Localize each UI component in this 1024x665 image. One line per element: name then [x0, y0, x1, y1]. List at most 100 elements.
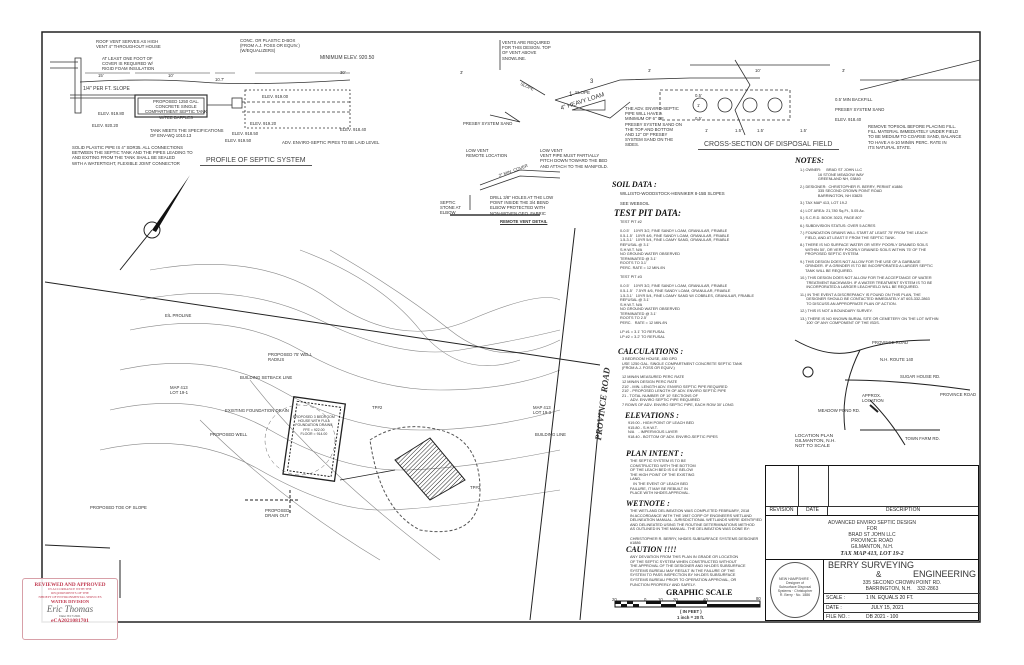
scale-unit: ( IN FEET ) — [680, 609, 702, 614]
soil-data-heading: SOIL DATA : — [612, 180, 657, 189]
elevation-label: ELEV. 918.40 — [835, 117, 862, 122]
dim: 1' — [705, 128, 709, 133]
presby-sand-label: PRESBY SYSTEM SAND — [835, 107, 885, 112]
elev-label: ELEV. 918.40 — [340, 127, 367, 132]
elevations-heading: ELEVATIONS : — [625, 411, 679, 420]
note-item: 11.) IN THE EVENT A DISCREPANCY IS FOUND… — [800, 292, 930, 306]
road-label: N.H. ROUTE 140 — [880, 357, 914, 362]
file-label: FILE NO. : — [826, 614, 850, 620]
cross-section-title: CROSS-SECTION OF DISPOSAL FIELD — [698, 141, 839, 150]
site-label: PROPOSED TOE OF SLOPE — [90, 505, 147, 510]
road-label: PROVINCE ROAD — [872, 340, 909, 345]
remote-vent-detail — [450, 169, 561, 216]
site-label: TP#2 — [372, 405, 383, 410]
scale-tick: 10 — [658, 597, 663, 602]
dim: 0.5' — [695, 116, 702, 121]
site-plan-contours — [99, 249, 561, 561]
scale-value: 1 IN. EQUALS 20 FT. — [866, 595, 914, 601]
house-label: PROPOSED 3 BEDROOM HOUSE WITH FULL FOUND… — [293, 415, 335, 436]
revision-header: REVISION DATE DESCRIPTION — [766, 506, 978, 516]
signature: Eric Thomas — [46, 604, 94, 615]
tax-map-label: TAX MAP 413, LOT 19-2 — [840, 551, 904, 557]
approval-stamp: REVIEWED AND APPROVED IN ACCORDANCE WITH… — [22, 578, 118, 640]
tank-spec-note: TANK MEETS THE SPECIFICATIONS OF ENV-WQ … — [150, 128, 224, 139]
location-plan-map — [794, 339, 971, 446]
dim-10-7: 10.7' — [215, 77, 225, 82]
test-pit-text: TEST PIT #2 0-0.5' 10YR 3/2, FINE SANDY … — [620, 220, 755, 339]
septic-profile — [50, 40, 981, 136]
caution-text: ANY DEVIATION FROM THIS PLAN IN GRADE OR… — [630, 555, 746, 587]
note-item: 1.) OWNER: BRAD ST JOHN LLC 16 STONE MEA… — [800, 168, 865, 181]
plan-intent-heading: PLAN INTENT : — [626, 449, 684, 458]
roof-vent-note: ROOF VENT SERVES AS HIGH VENT 4" THROUGH… — [96, 39, 161, 50]
dim: 10' — [755, 68, 761, 73]
site-label: BUILDING SETBACK LINE — [240, 375, 293, 380]
remote-vent-title: REMOTE VENT DETAIL — [500, 219, 548, 224]
road-label: SUGAR HOUSE RD. — [900, 374, 941, 379]
calculations-text: 3 BEDROOM HOUSE, 450 GPD USE 1250 GAL. S… — [622, 357, 743, 407]
stamp-division: WATER DIVISION — [50, 599, 90, 605]
site-label: EXISTING FOUNDATION DRAIN — [225, 408, 289, 413]
designer-seal: NEW HAMPSHIRE · Designer of Subsurface D… — [770, 562, 820, 618]
stamp-text: IN ACCORDANCE WITH THE REQUIREMENTS OF T… — [38, 587, 102, 599]
dim: 3' — [842, 68, 846, 73]
vents-note: VENTS ARE REQUIRED FOR THIS DESIGN. TOP … — [502, 40, 551, 61]
location-plan-caption: LOCATION PLAN GILMANTON, N.H. NOT TO SCA… — [795, 434, 836, 450]
wetnote-text: THE WETLAND DELINEATION WAS COMPLETED FE… — [630, 509, 762, 546]
road-label: TOWN FARM RD. — [905, 436, 940, 441]
elev-label: ELEV. 918.50 — [232, 131, 259, 136]
north-arrow-icon — [119, 175, 190, 271]
drill-holes-note: DRILL 3/8" HOLES AT THE LOW POINT INSIDE… — [490, 195, 554, 216]
site-label: PROPOSED DRAIN OUT — [265, 508, 290, 519]
site-plan-lines — [44, 227, 601, 621]
revision-col: REVISION — [766, 507, 798, 515]
elevations-text: 919.00 - HIGH POINT OF LEACH BED 915.80 … — [628, 421, 718, 439]
dim: 1.5' — [735, 128, 742, 133]
scale-ratio: 1 inch = 20 ft. — [677, 615, 705, 620]
date-value: JULY 15, 2021 — [871, 605, 904, 611]
scale-tick: 20 — [673, 597, 678, 602]
test-pit-heading: TEST PIT DATA: — [614, 208, 682, 218]
date-col: DATE — [798, 507, 828, 515]
slope-ratio-run: 3 — [590, 79, 594, 85]
profile-title: PROFILE OF SEPTIC SYSTEM — [200, 157, 312, 166]
slope-ratio-rise: 1 — [569, 92, 573, 98]
scale-tick: 80 — [756, 596, 761, 601]
soil-data-text: WILLISTO-WOODSTOCK-HENNIKER 8-15B SLOPES… — [620, 191, 725, 207]
elev-label: ELEV. 920.20 — [92, 123, 119, 128]
dbox-label: CONC. OR PLASTIC D-BOX (FROM A.J. FOSS O… — [240, 38, 300, 54]
dim-10: 10' — [168, 73, 174, 78]
calculations-heading: CALCULATIONS : — [618, 347, 684, 356]
elev-label: ELEV. 919.50 — [225, 138, 252, 143]
backfill-label: 0.5' MIN BACKFILL — [835, 97, 873, 102]
low-vent-note: LOW VENT VENT PIPE MUST PARTIALLY PITCH … — [540, 148, 608, 169]
dim-15: 15' — [98, 73, 104, 78]
cover-note: AT LEAST ONE FOOT OF COVER IS REQUIRED W… — [102, 56, 155, 72]
scale-tick: 0 — [644, 597, 647, 602]
dim: 3' — [648, 68, 652, 73]
note-item: 5.) S.C.R.D. BOOK 3023, PAGE 807 — [800, 216, 862, 220]
stamp-date: Date: 8/17/2021 — [59, 614, 81, 619]
dim: 1.5' — [757, 128, 764, 133]
septic-stone-note: SEPTIC STONE AT ELBOW — [440, 200, 461, 216]
site-label: PROPOSED 75' WELL RADIUS — [268, 352, 313, 363]
note-item: 3.) TAX MAP 413, LOT 19-2 — [800, 201, 848, 205]
note-item: 12.) THIS IS NOT A BOUNDARY SURVEY. — [800, 309, 873, 313]
dim-30: 30' — [340, 70, 346, 75]
slope-note: 1/4" PER FT. SLOPE — [83, 86, 130, 92]
dim: 0.5' — [695, 93, 702, 98]
pipes-level-note: ADV. ENVIRO-SEPTIC PIPES TO BE LAID LEVE… — [282, 140, 380, 145]
elev-label: ELEV. 919.80 — [98, 111, 125, 116]
notes-heading: NOTES: — [795, 156, 824, 165]
note-item: 7.) FOUNDATION DRAINS WILL START AT LEAS… — [800, 231, 928, 240]
scale-tick: 40 — [703, 597, 708, 602]
tank-label: PROPOSED 1250 GAL. CONCRETE SINGLE COMPA… — [145, 99, 208, 120]
title-block: REVISION DATE DESCRIPTION ADVANCED ENVIR… — [765, 465, 980, 621]
dim: 1.5' — [800, 128, 807, 133]
description-col: DESCRIPTION — [885, 507, 921, 513]
sand-cover-note: THE ADV. ENVIRO-SEPTIC PIPE WILL HAVE A … — [625, 106, 682, 148]
sheet-border — [41, 31, 981, 623]
note-item: 2.) DESIGNER: CHRISTOPHER R. BERRY, PERM… — [800, 184, 903, 198]
scale-label: SCALE : — [826, 595, 846, 601]
